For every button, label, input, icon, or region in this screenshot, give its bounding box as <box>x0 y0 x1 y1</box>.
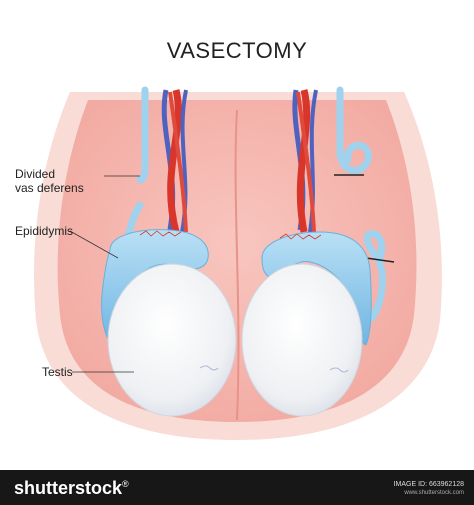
left-epididymis-capillaries <box>139 230 182 237</box>
left-artery-2 <box>168 91 188 233</box>
median-raphe <box>234 109 240 421</box>
vas-deferens-label-line2: vas deferens <box>15 181 84 195</box>
shutterstock-logo: shutterstock® <box>14 478 129 499</box>
brand-mark: ® <box>122 479 129 489</box>
site-url: www.shutterstock.com <box>404 490 464 496</box>
right-artery-1 <box>296 89 311 233</box>
right-spermatic-cord <box>292 89 318 233</box>
vas-deferens-label: Divided vas deferens <box>15 167 84 195</box>
left-vas-upper <box>136 86 149 184</box>
left-artery-1 <box>167 89 182 233</box>
diagram-title: VASECTOMY <box>166 38 308 63</box>
right-epididymis-capillaries <box>279 233 322 240</box>
right-vas-upper <box>336 86 372 174</box>
brand-name: shutterstock <box>14 478 123 498</box>
right-artery-2 <box>296 91 316 233</box>
vas-deferens-label-line1: Divided <box>15 167 56 181</box>
left-testis <box>107 263 237 417</box>
testis-label: Testis <box>42 365 73 379</box>
right-vas-lower-suture <box>365 257 395 263</box>
left-spermatic-cord <box>161 89 188 233</box>
right-vas-lower <box>363 230 386 322</box>
right-testis <box>241 263 363 417</box>
image-id-block: IMAGE ID: 663962128 www.shutterstock.com <box>394 480 464 498</box>
footer-bar: shutterstock® IMAGE ID: 663962128 www.sh… <box>0 470 474 505</box>
image-id: IMAGE ID: 663962128 <box>393 481 464 488</box>
left-testis-vessel <box>199 365 219 371</box>
vasectomy-diagram <box>34 86 442 440</box>
epididymis-label: Epididymis <box>15 224 74 238</box>
epididymis-leader <box>69 230 119 259</box>
right-testis-vessel <box>329 367 349 373</box>
right-vas-deferens <box>334 86 395 322</box>
